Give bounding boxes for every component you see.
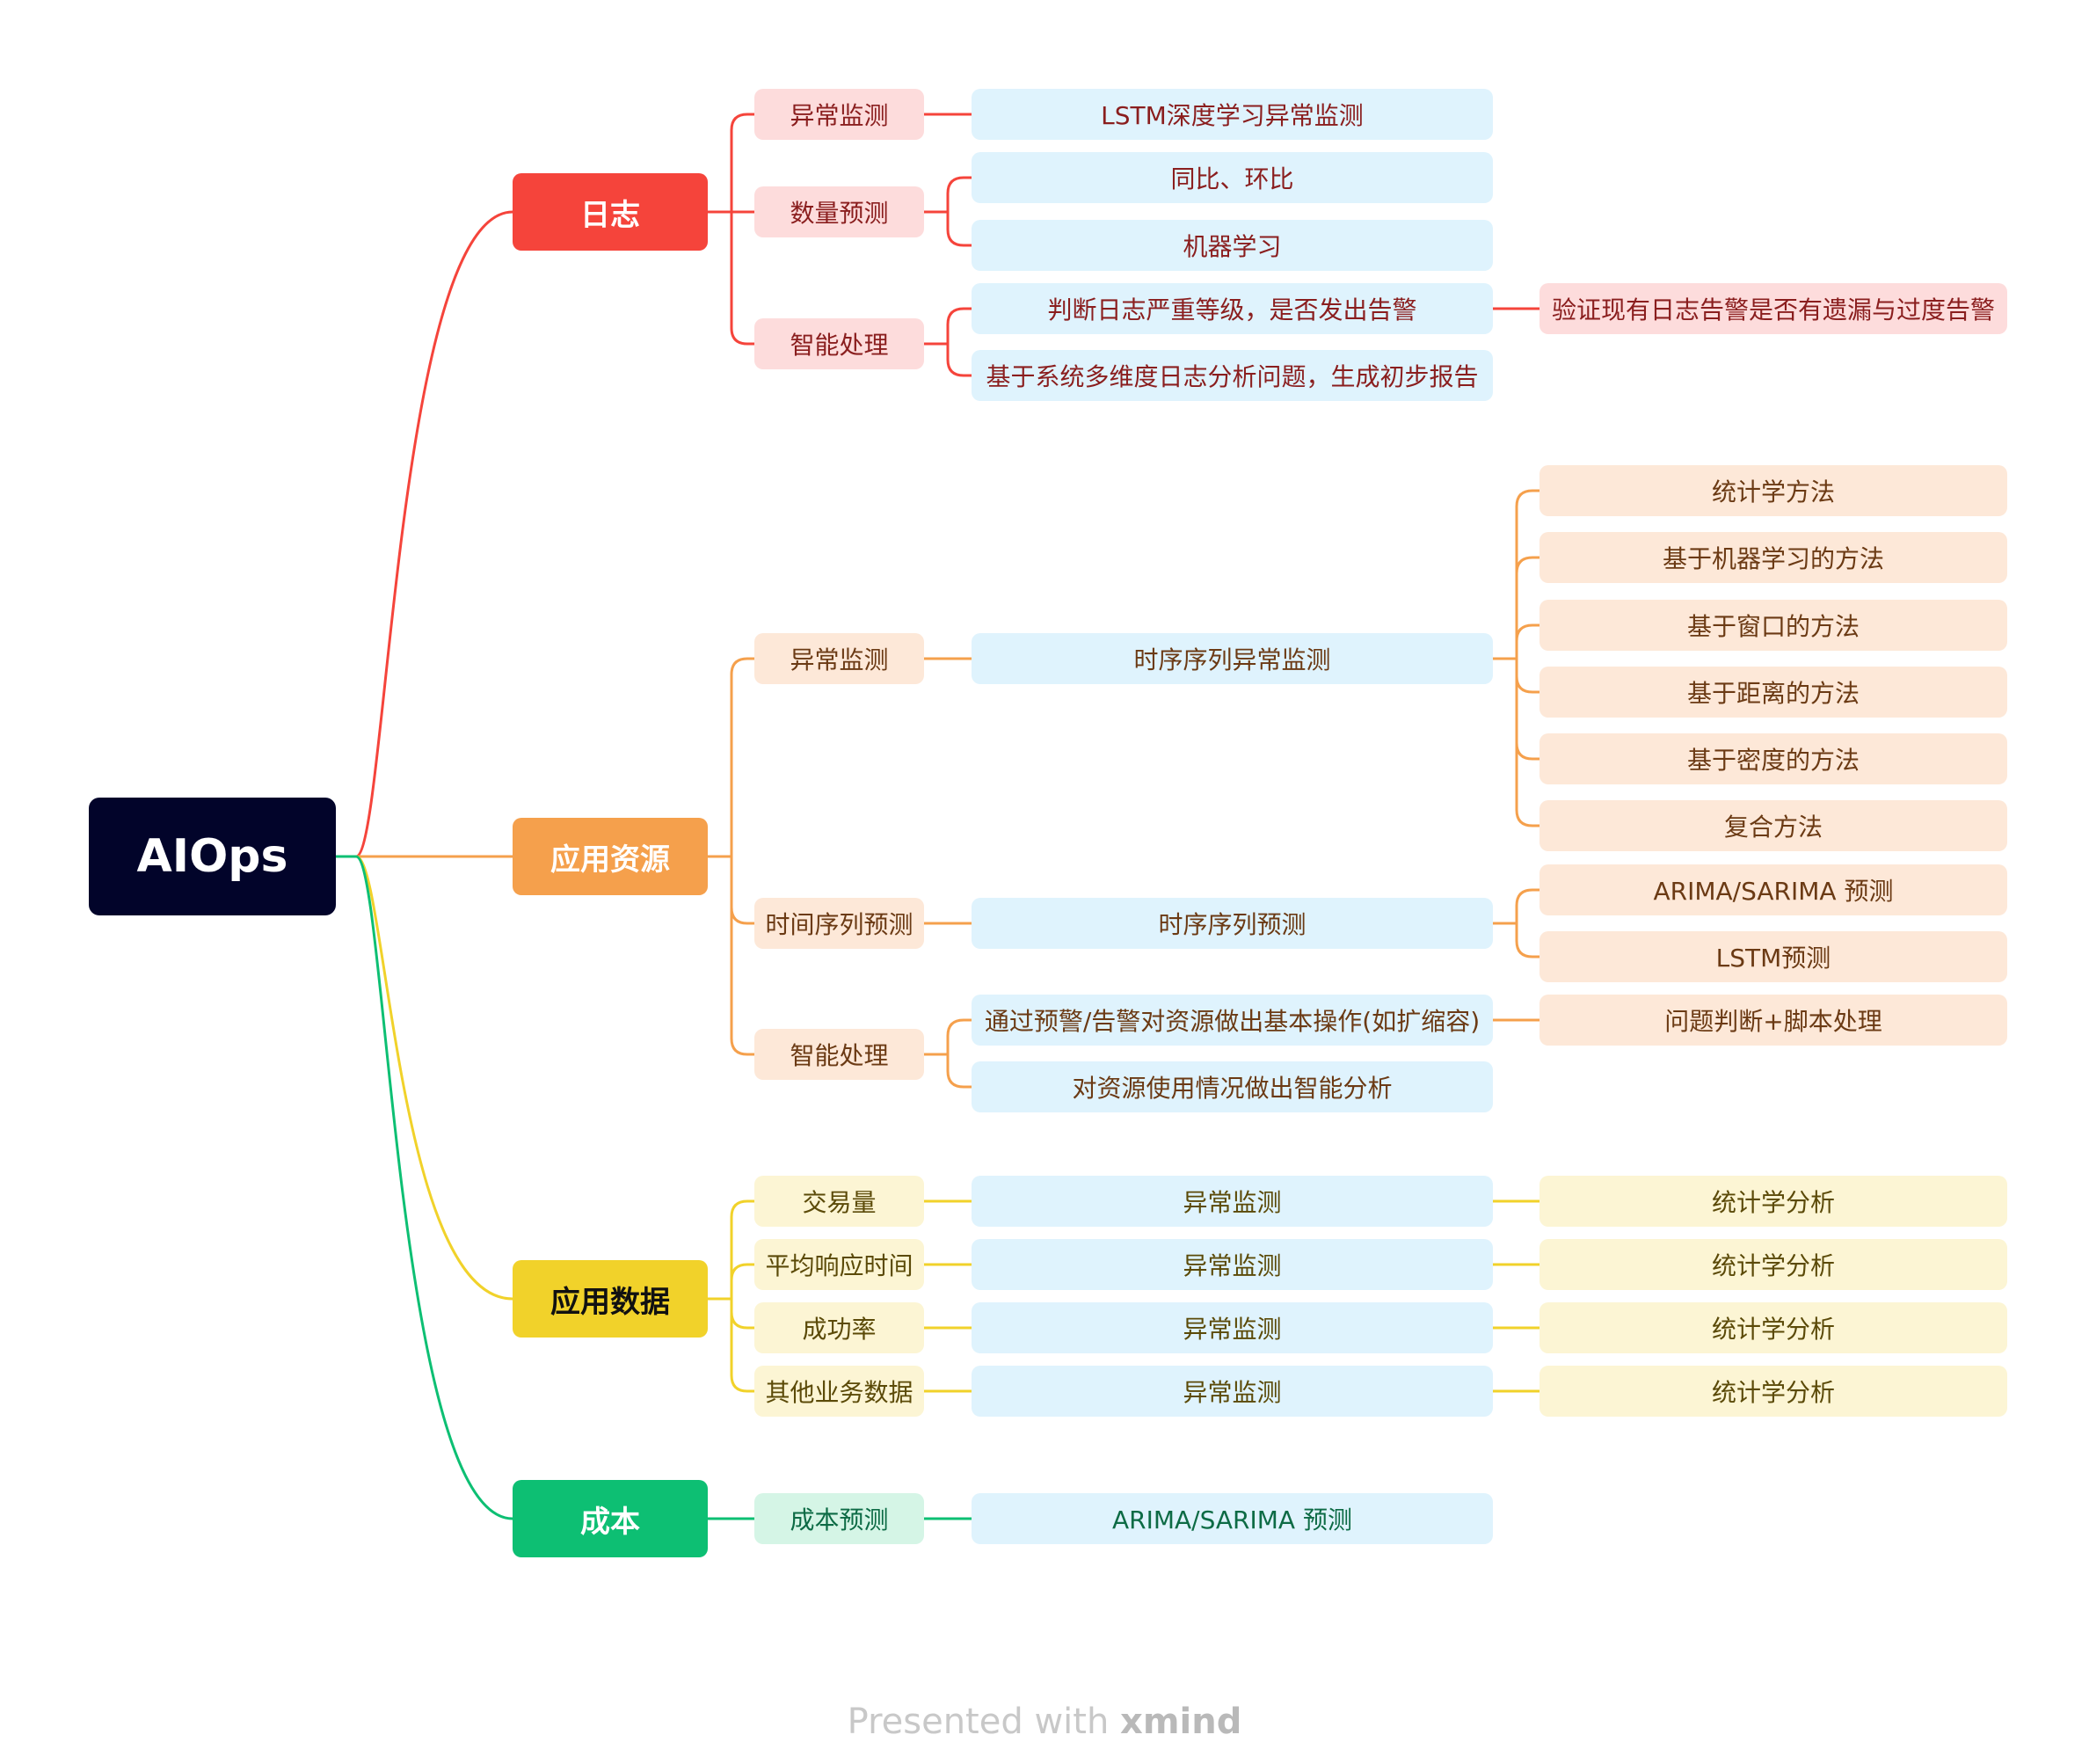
data-l2-2 bbox=[730, 1299, 754, 1330]
logs-l3-c-1 bbox=[946, 344, 972, 377]
resource-lstm-forecast[interactable]: LSTM预测 bbox=[1539, 931, 2007, 982]
root-node-aiops[interactable]: AIOps bbox=[89, 798, 336, 915]
res-l4-b-0 bbox=[1515, 888, 1539, 923]
data-other-business[interactable]: 其他业务数据 bbox=[754, 1366, 924, 1417]
root-link-2 bbox=[355, 855, 513, 1301]
res-l4-a-4 bbox=[1515, 659, 1539, 761]
logs-smart-handling[interactable]: 智能处理 bbox=[754, 318, 924, 369]
data-volume-anomaly[interactable]: 异常监测 bbox=[972, 1176, 1493, 1227]
data-response-statistics[interactable]: 统计学分析 bbox=[1539, 1239, 2007, 1290]
root-link-3 bbox=[355, 855, 513, 1520]
logs-severity-alert[interactable]: 判断日志严重等级，是否发出告警 bbox=[972, 283, 1493, 334]
logs-yoy-mom[interactable]: 同比、环比 bbox=[972, 152, 1493, 203]
data-l2-0 bbox=[730, 1199, 754, 1299]
data-success-anomaly[interactable]: 异常监测 bbox=[972, 1302, 1493, 1353]
resource-method-window[interactable]: 基于窗口的方法 bbox=[1539, 600, 2007, 651]
logs-multi-dim-report[interactable]: 基于系统多维度日志分析问题，生成初步报告 bbox=[972, 350, 1493, 401]
xmind-logo: xmind bbox=[1120, 1702, 1242, 1742]
branch-app-data[interactable]: 应用数据 bbox=[513, 1260, 708, 1338]
resource-auto-scaling[interactable]: 通过预警/告警对资源做出基本操作(如扩缩容) bbox=[972, 995, 1493, 1046]
footer-prefix: Presented with bbox=[847, 1702, 1121, 1742]
cost-forecast[interactable]: 成本预测 bbox=[754, 1493, 924, 1544]
resource-smart-handling[interactable]: 智能处理 bbox=[754, 1029, 924, 1080]
resource-method-distance[interactable]: 基于距离的方法 bbox=[1539, 667, 2007, 718]
resource-method-statistics[interactable]: 统计学方法 bbox=[1539, 465, 2007, 516]
logs-l3-b-1 bbox=[946, 212, 972, 247]
resource-script-handling[interactable]: 问题判断+脚本处理 bbox=[1539, 995, 2007, 1046]
resource-ts-forecast[interactable]: 时序序列预测 bbox=[972, 898, 1493, 949]
res-l2-1 bbox=[730, 856, 754, 925]
res-l4-a-2 bbox=[1515, 623, 1539, 659]
branch-cost[interactable]: 成本 bbox=[513, 1480, 708, 1557]
cost-arima-forecast[interactable]: ARIMA/SARIMA 预测 bbox=[972, 1493, 1493, 1544]
data-success-rate[interactable]: 成功率 bbox=[754, 1302, 924, 1353]
res-l4-b-1 bbox=[1515, 923, 1539, 959]
logs-machine-learning[interactable]: 机器学习 bbox=[972, 220, 1493, 271]
data-volume-statistics[interactable]: 统计学分析 bbox=[1539, 1176, 2007, 1227]
res-l4-a-1 bbox=[1515, 556, 1539, 659]
logs-anomaly-detection[interactable]: 异常监测 bbox=[754, 89, 924, 140]
data-l2-3 bbox=[730, 1299, 754, 1393]
resource-method-ml[interactable]: 基于机器学习的方法 bbox=[1539, 532, 2007, 583]
root-link-0 bbox=[355, 210, 513, 858]
data-transaction-volume[interactable]: 交易量 bbox=[754, 1176, 924, 1227]
logs-verify-alerts[interactable]: 验证现有日志告警是否有遗漏与过度告警 bbox=[1539, 283, 2007, 334]
logs-l2-0 bbox=[730, 113, 754, 212]
resource-method-density[interactable]: 基于密度的方法 bbox=[1539, 733, 2007, 784]
resource-usage-analysis[interactable]: 对资源使用情况做出智能分析 bbox=[972, 1061, 1493, 1112]
data-success-statistics[interactable]: 统计学分析 bbox=[1539, 1302, 2007, 1353]
res-l3-c-1 bbox=[946, 1054, 972, 1089]
res-l3-c-0 bbox=[946, 1018, 972, 1054]
res-l2-2 bbox=[730, 856, 754, 1056]
data-other-statistics[interactable]: 统计学分析 bbox=[1539, 1366, 2007, 1417]
resource-ts-anomaly[interactable]: 时序序列异常监测 bbox=[972, 633, 1493, 684]
logs-lstm-anomaly[interactable]: LSTM深度学习异常监测 bbox=[972, 89, 1493, 140]
data-avg-response-time[interactable]: 平均响应时间 bbox=[754, 1239, 924, 1290]
data-response-anomaly[interactable]: 异常监测 bbox=[972, 1239, 1493, 1290]
presented-with-xmind-footer: Presented with xmind bbox=[0, 1702, 2089, 1742]
data-l2-1 bbox=[730, 1263, 754, 1299]
data-other-anomaly[interactable]: 异常监测 bbox=[972, 1366, 1493, 1417]
logs-l3-c-0 bbox=[946, 307, 972, 344]
logs-l2-2 bbox=[730, 212, 754, 346]
res-l2-0 bbox=[730, 657, 754, 856]
resource-arima-forecast[interactable]: ARIMA/SARIMA 预测 bbox=[1539, 864, 2007, 915]
branch-app-resource[interactable]: 应用资源 bbox=[513, 818, 708, 895]
logs-l3-b-0 bbox=[946, 176, 972, 212]
resource-anomaly-detection[interactable]: 异常监测 bbox=[754, 633, 924, 684]
resource-ts-forecast-topic[interactable]: 时间序列预测 bbox=[754, 898, 924, 949]
resource-method-composite[interactable]: 复合方法 bbox=[1539, 800, 2007, 851]
logs-volume-forecast[interactable]: 数量预测 bbox=[754, 186, 924, 237]
res-l4-a-5 bbox=[1515, 659, 1539, 827]
branch-logs[interactable]: 日志 bbox=[513, 173, 708, 251]
res-l4-a-3 bbox=[1515, 659, 1539, 694]
res-l4-a-0 bbox=[1515, 489, 1539, 659]
